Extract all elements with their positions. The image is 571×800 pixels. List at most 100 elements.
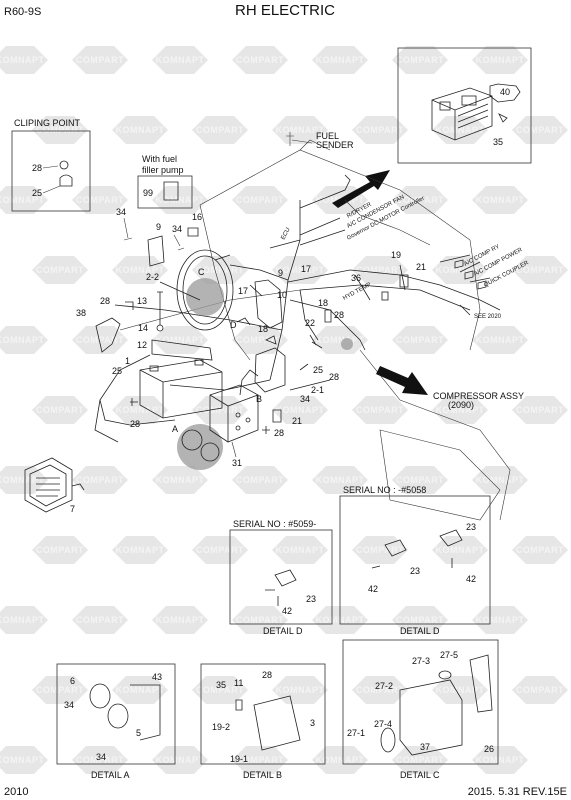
watermark-tile	[0, 746, 48, 774]
watermark-text: KOMNAPT	[156, 615, 205, 625]
work-lamp	[24, 457, 85, 513]
watermark-text: KOMNAPT	[156, 755, 205, 765]
watermark-text: KOMNAPT	[0, 195, 45, 205]
part-21-a: 21	[416, 262, 426, 272]
part-34-a: 34	[116, 207, 126, 217]
fuel-sender-label-1: FUEL	[316, 131, 339, 141]
watermark-text: KOMNAPT	[0, 55, 45, 65]
watermark-text: KOMNAPT	[316, 755, 365, 765]
part-10: 10	[277, 290, 287, 300]
watermark-tile	[512, 396, 568, 424]
part-11: 11	[234, 678, 243, 688]
watermark-text: COMPART	[396, 615, 444, 625]
part-17-a: 17	[238, 286, 248, 296]
watermark-tile	[272, 536, 328, 564]
watermark-text: KOMNAPT	[476, 755, 525, 765]
detail-b-caption: DETAIL B	[243, 770, 282, 780]
watermark-tile	[232, 326, 288, 354]
watermark-tile	[432, 116, 488, 144]
bracket-part-9	[147, 235, 165, 267]
part-27-1: 27-1	[347, 728, 365, 738]
part-25-clip: 25	[32, 188, 42, 198]
detail-d-right-caption: DETAIL D	[400, 626, 440, 636]
part-37: 37	[420, 742, 430, 752]
part-27-4: 27-4	[374, 719, 392, 729]
watermark-text: COMPART	[196, 685, 244, 695]
watermark-tile	[512, 256, 568, 284]
watermark-text: COMPART	[76, 615, 124, 625]
part-19: 19	[391, 250, 401, 260]
fuel-pump	[254, 279, 283, 329]
watermark-text: COMPART	[76, 335, 124, 345]
watermark-text: KOMNAPT	[156, 195, 205, 205]
part-28-c: 28	[329, 372, 339, 382]
detail-d-marker: D	[230, 320, 237, 330]
part-25-b: 25	[313, 365, 323, 375]
part-42-l: 42	[282, 606, 292, 616]
watermark-text: KOMNAPT	[316, 55, 365, 65]
watermark-text: COMPART	[516, 545, 564, 555]
part-28-b: 28	[130, 419, 140, 429]
watermark-text: KOMNAPT	[476, 615, 525, 625]
ecu-label: ECU	[280, 227, 291, 241]
watermark-tile	[432, 676, 488, 704]
watermark-text: KOMNAPT	[436, 405, 485, 415]
watermark-text: KOMNAPT	[436, 125, 485, 135]
part-43: 43	[152, 672, 162, 682]
part-19-2: 19-2	[212, 722, 230, 732]
watermark-text: KOMNAPT	[156, 55, 205, 65]
watermark-tile	[392, 326, 448, 354]
watermark-tile	[0, 326, 48, 354]
detail-d-right-panel: SERIAL NO : -#5058 23 42 23 42	[339, 485, 491, 625]
wiring-harness	[94, 174, 501, 443]
watermark-text: COMPART	[236, 55, 284, 65]
part-28-d: 28	[334, 310, 344, 320]
watermark-tile	[152, 746, 208, 774]
watermark-tile	[232, 186, 288, 214]
watermark-layer: KOMNAPT COMPART KOMNAPT COMPART KOMNAPT COMPA…	[0, 46, 568, 774]
part-35-db: 35	[216, 680, 226, 690]
detail-b-panel: 35 11 28 19-2 3 19-1	[200, 663, 326, 765]
watermark-tile	[32, 116, 88, 144]
watermark-text: COMPART	[36, 125, 84, 135]
part-35-top: 35	[493, 137, 503, 147]
watermark-tile	[312, 746, 368, 774]
watermark-tile	[72, 466, 128, 494]
part-34-c: 34	[300, 394, 310, 404]
watermark-text: COMPART	[196, 265, 244, 275]
footer-year: 2010	[4, 786, 28, 798]
watermark-tile	[392, 746, 448, 774]
watermark-tile	[112, 256, 168, 284]
watermark-tile	[192, 676, 248, 704]
watermark-tile	[192, 256, 248, 284]
part-1: 1	[125, 356, 130, 366]
part-7: 7	[70, 504, 75, 514]
detail-c-caption: DETAIL C	[400, 770, 440, 780]
watermark-text: COMPART	[196, 545, 244, 555]
relay-box	[209, 384, 259, 443]
part-12: 12	[137, 340, 147, 350]
watermark-tile	[72, 606, 128, 634]
watermark-text: KOMNAPT	[476, 335, 525, 345]
part-18-b: 18	[318, 298, 328, 308]
watermark-text: COMPART	[356, 685, 404, 695]
watermark-text: KOMNAPT	[0, 755, 45, 765]
watermark-tile	[112, 536, 168, 564]
fuel-filler-note-2: filler pump	[142, 165, 184, 175]
serial-upto-label: SERIAL NO : -#5058	[343, 485, 426, 495]
detail-a-highlight	[177, 424, 223, 470]
watermark-tile	[232, 606, 288, 634]
watermark-tile	[472, 466, 528, 494]
watermark-text: KOMNAPT	[116, 545, 165, 555]
watermark-text: COMPART	[516, 405, 564, 415]
watermark-text: COMPART	[396, 475, 444, 485]
watermark-tile	[432, 256, 488, 284]
watermark-text: KOMNAPT	[0, 475, 45, 485]
part-2-1: 2-1	[311, 385, 324, 395]
watermark-text: COMPART	[76, 475, 124, 485]
watermark-text: KOMNAPT	[316, 335, 365, 345]
watermark-text: KOMNAPT	[276, 125, 325, 135]
part-28-e: 28	[274, 428, 284, 438]
part-16: 16	[192, 212, 202, 222]
